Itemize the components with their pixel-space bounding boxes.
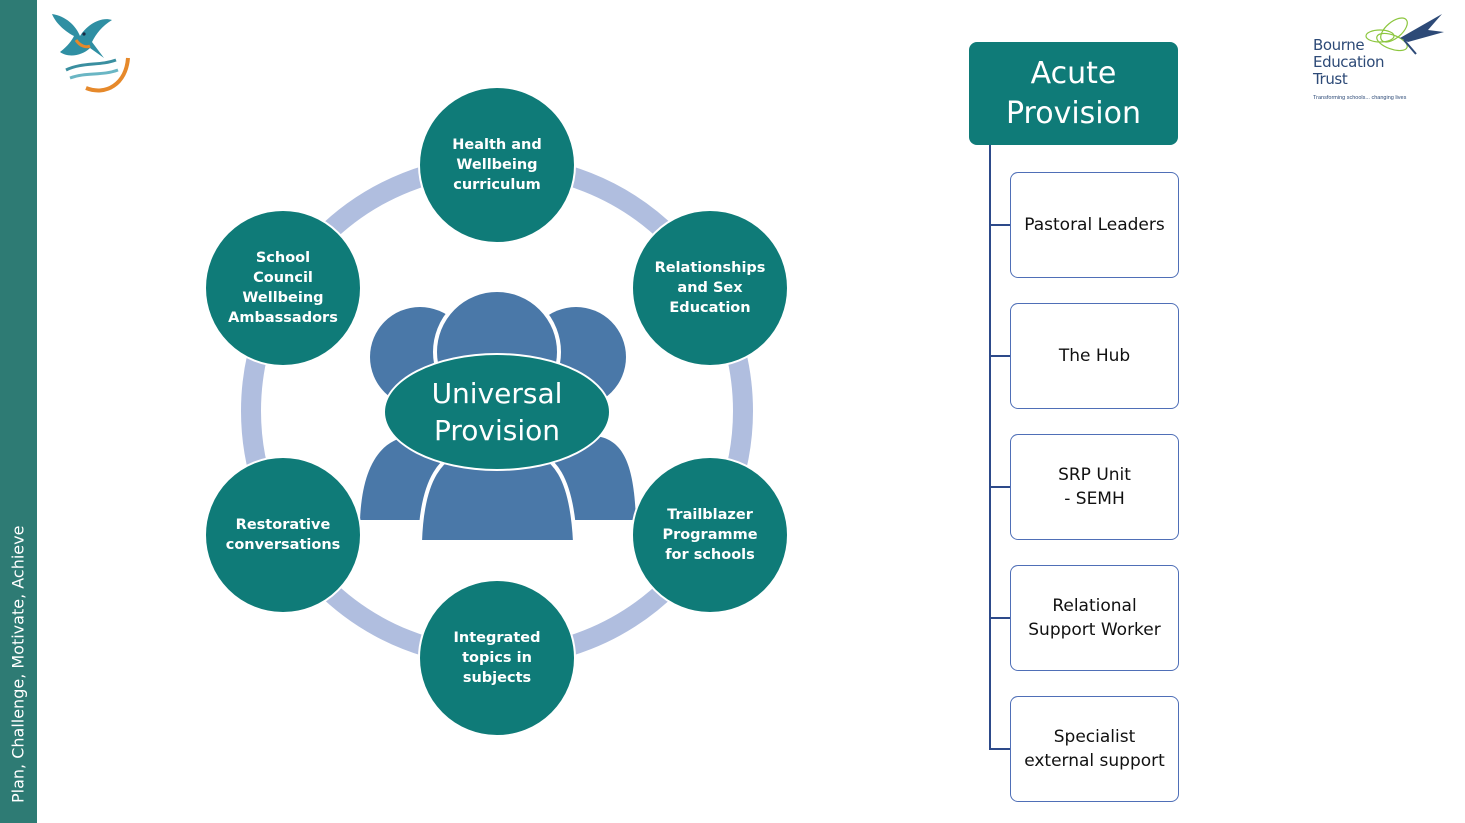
tree-connector-vertical [989, 145, 991, 749]
tree-connector [989, 748, 1010, 750]
acute-item-pastoral-leaders: Pastoral Leaders [1010, 172, 1179, 278]
sidebar: Plan, Challenge, Motivate, Achieve [0, 0, 37, 823]
node-relationships-sex-education: Relationships and Sex Education [631, 209, 789, 367]
acute-item-the-hub: The Hub [1010, 303, 1179, 409]
node-health-wellbeing-curriculum: Health and Wellbeing curriculum [418, 86, 576, 244]
kingfisher-logo-icon [46, 6, 134, 98]
node-restorative-conversations: Restorative conversations [204, 456, 362, 614]
acute-item-srp-unit: SRP Unit - SEMH [1010, 434, 1179, 540]
tree-connector [989, 486, 1010, 488]
dragonfly-logo-icon [1365, 14, 1444, 55]
universal-provision-center: Universal Provision [383, 353, 611, 471]
node-integrated-topics: Integrated topics in subjects [418, 579, 576, 737]
tree-connector [989, 224, 1010, 226]
tree-connector [989, 617, 1010, 619]
acute-provision-header: Acute Provision [969, 42, 1178, 145]
node-school-council-ambassadors: School Council Wellbeing Ambassadors [204, 209, 362, 367]
node-trailblazer-programme: Trailblazer Programme for schools [631, 456, 789, 614]
trust-name: Bourne Education Trust [1313, 36, 1385, 88]
acute-item-specialist-external-support: Specialist external support [1010, 696, 1179, 802]
trust-tagline: Transforming schools... changing lives [1313, 95, 1407, 101]
trust-logo: Bourne Education Trust Transforming scho… [1308, 6, 1450, 106]
acute-item-relational-support-worker: Relational Support Worker [1010, 565, 1179, 671]
tree-connector [989, 355, 1010, 357]
